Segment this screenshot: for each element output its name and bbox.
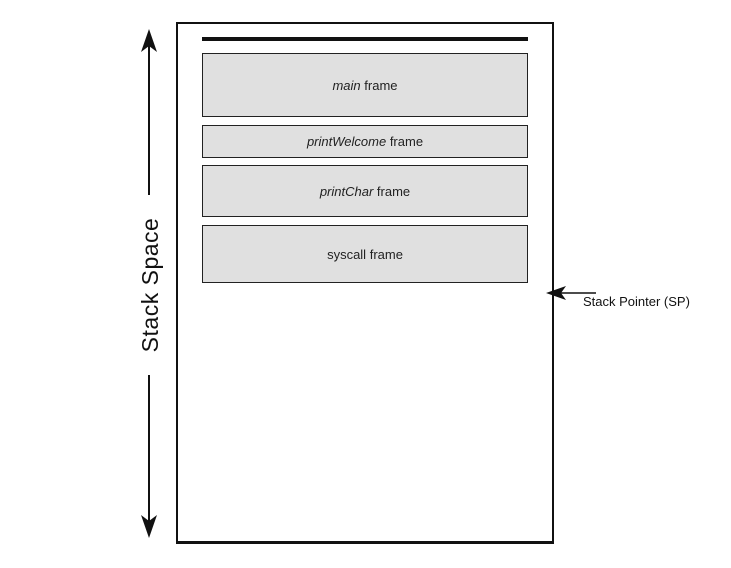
main-frame-name: main xyxy=(332,77,361,93)
stack-space-label: Stack Space xyxy=(136,217,163,353)
stack-space-arrow-up-head xyxy=(141,29,157,52)
printchar-frame: printChar frame xyxy=(202,165,528,217)
syscall-frame-suffix: frame xyxy=(369,246,403,262)
stack-top-bar xyxy=(202,37,528,41)
printchar-frame-suffix: frame xyxy=(376,183,411,199)
stack-space-box xyxy=(176,22,554,544)
printwelcome-frame: printWelcome frame xyxy=(202,125,528,158)
main-frame: main frame xyxy=(202,53,528,117)
stack-space-arrow-down-head xyxy=(141,515,157,538)
printwelcome-frame-name: printWelcome xyxy=(306,134,387,149)
syscall-frame: syscall frame xyxy=(202,225,528,283)
syscall-frame-name: syscall xyxy=(327,246,367,262)
stack-pointer-label: Stack Pointer (SP) xyxy=(583,294,690,309)
printwelcome-frame-suffix: frame xyxy=(389,134,424,149)
stack-pointer-arrow-head xyxy=(546,286,566,300)
main-frame-suffix: frame xyxy=(364,77,398,93)
printchar-frame-name: printChar xyxy=(319,183,374,199)
